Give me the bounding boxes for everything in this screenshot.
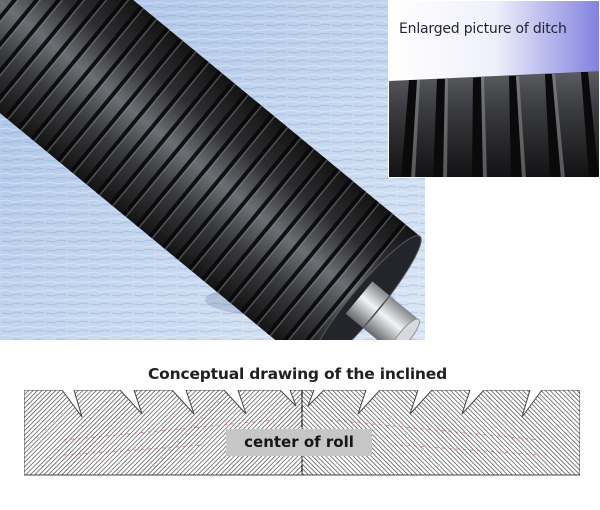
roll-groove-highlight xyxy=(151,105,263,239)
roll-groove xyxy=(148,102,261,238)
roll-groove-highlight xyxy=(164,116,276,250)
diagram-title: Conceptual drawing of the inclined xyxy=(148,365,447,383)
roll-groove-highlight xyxy=(177,126,289,261)
groove-guide-lines xyxy=(63,419,541,456)
roll-groove-highlight xyxy=(7,0,118,120)
roll-groove xyxy=(0,0,104,109)
roll-groove-highlight xyxy=(0,0,92,99)
roll-groove xyxy=(0,0,91,98)
roll-groove xyxy=(200,145,314,282)
inset-title: Enlarged picture of ditch xyxy=(399,21,567,37)
roll-groove xyxy=(69,37,183,174)
roll-groove-highlight xyxy=(243,180,354,315)
roll-groove-highlight xyxy=(125,83,236,218)
roll-groove-highlight xyxy=(269,202,381,337)
roll-groove xyxy=(0,0,78,87)
roll-groove xyxy=(292,221,406,340)
roll-groove xyxy=(30,5,143,141)
roll-groove xyxy=(82,48,196,184)
roll-groove-highlight xyxy=(46,18,158,153)
roll-groove-highlight xyxy=(0,0,66,77)
roll-groove-highlight xyxy=(20,0,131,131)
roll-groove-highlight xyxy=(112,72,223,207)
roll-groove xyxy=(135,91,248,228)
roll-groove-highlight xyxy=(0,0,105,110)
roll-groove-highlight xyxy=(204,148,315,283)
roll-groove-highlight xyxy=(99,62,210,196)
roll-groove xyxy=(253,189,366,325)
roll-groove-highlight xyxy=(230,170,341,304)
roll-groove-highlight xyxy=(256,191,368,326)
grooved-roll-photo xyxy=(0,0,425,340)
roll-groove xyxy=(0,0,65,76)
roll-groove xyxy=(227,167,340,303)
roll-groove-highlight xyxy=(85,51,197,185)
roll-groove xyxy=(122,81,235,217)
roll-groove xyxy=(279,210,393,340)
roll-groove-highlight xyxy=(59,29,171,164)
roll-groove-highlight xyxy=(138,94,249,229)
inset-enlarged-ditch: Enlarged picture of ditch xyxy=(388,0,600,178)
roll-groove xyxy=(43,16,156,152)
roll-groove xyxy=(95,59,209,195)
roll-groove xyxy=(56,27,170,163)
roll-groove-highlight xyxy=(190,137,302,272)
roll-groove-highlight xyxy=(33,7,145,142)
roll-groove xyxy=(266,200,379,336)
roll-groove-highlight xyxy=(295,224,407,340)
roll-groove xyxy=(4,0,117,120)
roll-groove xyxy=(187,135,301,271)
roll-groove xyxy=(109,70,222,206)
roll-groove-highlight xyxy=(282,213,394,340)
roll-groove-highlight xyxy=(0,0,79,88)
roll-groove xyxy=(240,178,353,314)
ditch-closeup-photo xyxy=(389,1,599,177)
roll-groove-highlight xyxy=(217,159,328,294)
roll-groove xyxy=(17,0,130,130)
roll-groove xyxy=(161,113,275,249)
center-of-roll-label: center of roll xyxy=(226,429,372,456)
roll-groove xyxy=(174,124,288,260)
roll-groove-highlight xyxy=(72,40,184,175)
roll-groove xyxy=(214,156,327,293)
